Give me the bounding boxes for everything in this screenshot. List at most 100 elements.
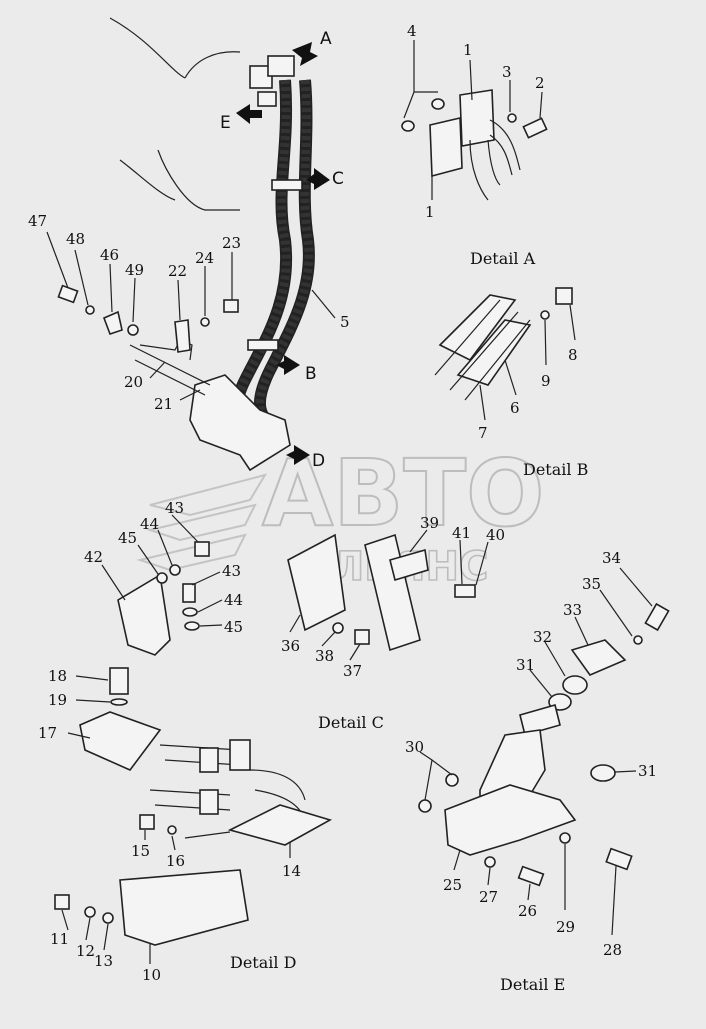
arrow-letter-b: B bbox=[305, 364, 317, 384]
o-ring-30a bbox=[445, 773, 459, 787]
seal-32 bbox=[562, 675, 588, 695]
callout-5: 5 bbox=[340, 313, 350, 331]
callout-24: 24 bbox=[195, 249, 214, 267]
flange-33 bbox=[570, 639, 627, 676]
callout-44b: 44 bbox=[224, 591, 243, 609]
arrow-e: E bbox=[220, 104, 262, 133]
callout-30: 30 bbox=[405, 738, 424, 756]
callout-27: 27 bbox=[479, 888, 498, 906]
arrow-a-icon bbox=[292, 42, 318, 66]
washer-24 bbox=[200, 317, 210, 327]
washer-35 bbox=[633, 635, 643, 645]
bracket-22 bbox=[174, 319, 191, 353]
callout-2: 2 bbox=[535, 74, 545, 92]
detail-c: 43 44 45 42 43 44 45 36 38 37 39 41 40 D… bbox=[84, 499, 505, 732]
valve-block bbox=[189, 374, 291, 472]
flange-1-back bbox=[459, 89, 495, 147]
left-hardware: 47 48 46 49 22 24 23 20 21 5 bbox=[28, 212, 350, 413]
bolt-26 bbox=[517, 865, 545, 887]
bolt-2 bbox=[522, 117, 548, 139]
plate-14 bbox=[227, 804, 333, 846]
callout-15: 15 bbox=[131, 842, 150, 860]
callout-28: 28 bbox=[603, 941, 622, 959]
callout-16: 16 bbox=[166, 852, 185, 870]
washer-27 bbox=[484, 856, 496, 868]
detail-b: 8 9 6 7 Detail B bbox=[434, 287, 588, 479]
callout-23: 23 bbox=[222, 234, 241, 252]
callout-14: 14 bbox=[282, 862, 301, 880]
callout-9: 9 bbox=[541, 372, 551, 390]
callout-47: 47 bbox=[28, 212, 47, 230]
callout-26: 26 bbox=[518, 902, 537, 920]
bolt-15 bbox=[139, 814, 155, 830]
hose-flange-top bbox=[249, 65, 273, 89]
callout-11: 11 bbox=[50, 930, 69, 948]
hose-fitting-e bbox=[257, 91, 277, 107]
washer-45b bbox=[184, 621, 200, 631]
bolt-41 bbox=[454, 584, 476, 598]
bolt-11 bbox=[54, 894, 70, 910]
bolt-37 bbox=[354, 629, 370, 645]
bolt-34 bbox=[644, 602, 670, 632]
bolt-28 bbox=[605, 847, 633, 871]
callout-48: 48 bbox=[66, 230, 85, 248]
callout-18: 18 bbox=[48, 667, 67, 685]
callout-1a: 1 bbox=[463, 41, 473, 59]
callout-4: 4 bbox=[407, 22, 417, 40]
detail-a: 4 1 3 2 1 Detail A bbox=[401, 22, 548, 268]
washer-29 bbox=[559, 832, 571, 844]
arrow-letter-e: E bbox=[220, 113, 231, 133]
o-ring-4b bbox=[431, 98, 445, 110]
callout-41: 41 bbox=[452, 524, 471, 542]
flange-1-front bbox=[429, 117, 463, 178]
callout-33: 33 bbox=[563, 601, 582, 619]
clamp-46 bbox=[102, 310, 123, 336]
watermark-logo-icon bbox=[136, 473, 268, 572]
washer-48 bbox=[85, 305, 95, 315]
callout-39: 39 bbox=[420, 514, 439, 532]
arrow-a: A bbox=[292, 29, 332, 66]
callout-36: 36 bbox=[281, 637, 300, 655]
hose-clamp-b bbox=[247, 339, 279, 351]
callout-44a: 44 bbox=[140, 515, 159, 533]
bolt-43a bbox=[194, 541, 210, 557]
caption-detail-d: Detail D bbox=[230, 953, 296, 972]
tank-outline bbox=[109, 17, 241, 211]
callout-37: 37 bbox=[343, 662, 362, 680]
washer-13 bbox=[102, 912, 114, 924]
callout-49: 49 bbox=[125, 261, 144, 279]
bolt-43b bbox=[182, 583, 196, 603]
caption-detail-c: Detail C bbox=[318, 713, 384, 732]
watermark: АВТО АЛЬЯНС bbox=[136, 439, 545, 591]
arrow-d: D bbox=[286, 445, 325, 471]
bolt-47 bbox=[57, 284, 79, 304]
arrow-b: B bbox=[276, 355, 317, 384]
washer-45a bbox=[156, 572, 168, 584]
arrow-b-icon bbox=[276, 355, 300, 375]
callout-1b: 1 bbox=[425, 203, 435, 221]
callout-17: 17 bbox=[38, 724, 57, 742]
arrow-c-icon bbox=[306, 168, 330, 190]
washer-49 bbox=[127, 324, 139, 336]
callout-35: 35 bbox=[582, 575, 601, 593]
washer-38 bbox=[332, 622, 344, 634]
callout-29: 29 bbox=[556, 918, 575, 936]
guard-10 bbox=[119, 869, 249, 946]
hose-clamp-c bbox=[271, 179, 303, 191]
callout-42: 42 bbox=[84, 548, 103, 566]
arrow-e-icon bbox=[236, 104, 262, 124]
callout-32: 32 bbox=[533, 628, 552, 646]
bracket-42 bbox=[117, 573, 171, 656]
bolt-8 bbox=[555, 287, 573, 305]
callout-43a: 43 bbox=[165, 499, 184, 517]
o-ring-31b bbox=[590, 764, 616, 782]
callout-22: 22 bbox=[168, 262, 187, 280]
callout-40: 40 bbox=[486, 526, 505, 544]
washer-12 bbox=[84, 906, 96, 918]
callout-8: 8 bbox=[568, 346, 578, 364]
arrow-c: C bbox=[306, 168, 344, 190]
washer-44b bbox=[182, 607, 198, 617]
bolt-18 bbox=[109, 667, 129, 695]
bolt-23 bbox=[223, 299, 239, 313]
